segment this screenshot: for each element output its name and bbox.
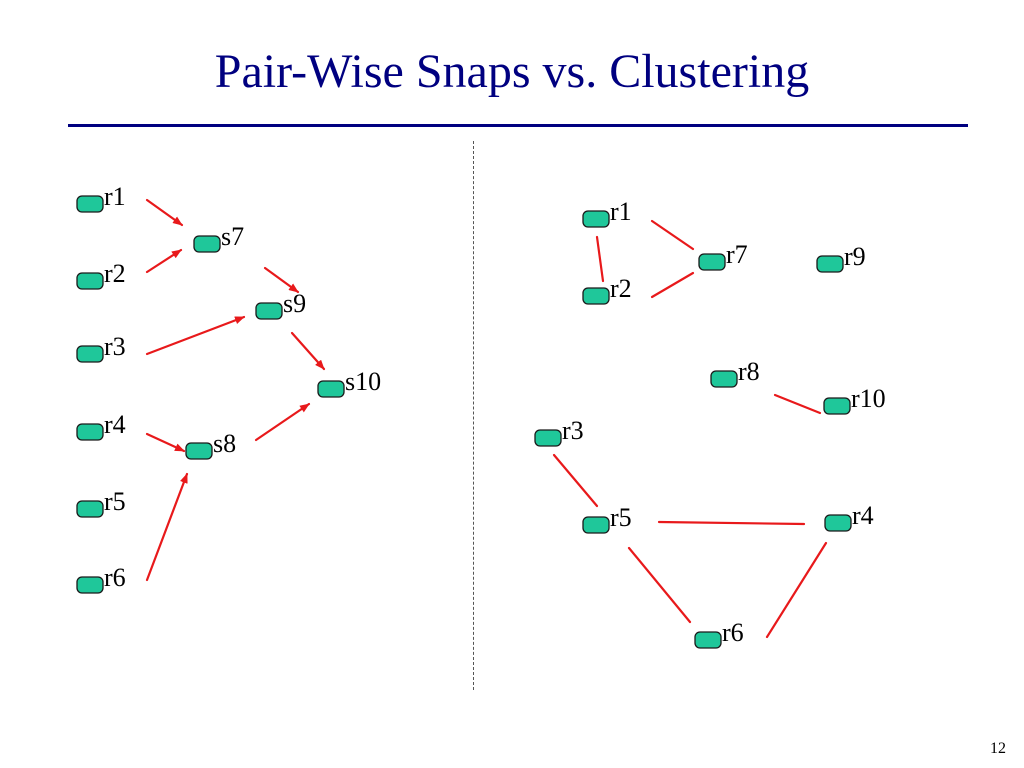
left-node-s9 xyxy=(255,302,283,320)
left-node-r5 xyxy=(76,500,104,518)
left-node-label-r5: r5 xyxy=(104,487,126,516)
title-underline xyxy=(68,124,968,127)
left-node-s7 xyxy=(193,235,221,253)
right-node-label-r1: r1 xyxy=(610,197,632,226)
right-node-label-r8: r8 xyxy=(738,357,760,386)
left-panel-nodes: r1 r2 r3 r4 r5 r6 s7 s8 s9 s10 xyxy=(76,182,381,594)
right-edge-r4-to-r6 xyxy=(765,541,828,639)
right-node-r10 xyxy=(823,397,851,415)
right-edge-r5-to-r4 xyxy=(657,520,806,526)
right-node-r3 xyxy=(534,429,562,447)
left-arrow-s9-to-s10 xyxy=(290,331,326,371)
left-node-r6 xyxy=(76,576,104,594)
right-edge-r1-to-r7 xyxy=(650,219,695,251)
left-arrow-r4-to-s8 xyxy=(145,432,186,453)
left-node-s10 xyxy=(317,380,345,398)
right-edge-r5-to-r6 xyxy=(627,546,692,624)
right-node-r2 xyxy=(582,287,610,305)
left-node-r1 xyxy=(76,195,104,213)
left-node-label-r3: r3 xyxy=(104,332,126,361)
left-arrow-r6-to-s8 xyxy=(145,472,189,582)
left-node-r2 xyxy=(76,272,104,290)
left-arrow-r2-to-s7 xyxy=(145,248,183,274)
right-edge-r1-to-r2 xyxy=(595,235,605,283)
slide-title: Pair-Wise Snaps vs. Clustering xyxy=(214,45,810,98)
left-node-label-r6: r6 xyxy=(104,563,126,592)
left-arrow-r1-to-s7 xyxy=(145,198,184,227)
right-node-label-r6: r6 xyxy=(722,618,744,647)
left-arrow-r3-to-s9 xyxy=(145,315,246,356)
right-node-r1 xyxy=(582,210,610,228)
right-node-label-r5: r5 xyxy=(610,503,632,532)
left-node-r4 xyxy=(76,423,104,441)
right-edge-r3-to-r5 xyxy=(552,453,599,508)
panel-divider xyxy=(473,141,474,690)
right-node-label-r3: r3 xyxy=(562,416,584,445)
right-node-label-r10: r10 xyxy=(851,384,886,413)
left-arrow-s8-to-s10 xyxy=(254,402,311,442)
right-panel-edges xyxy=(552,219,828,639)
left-panel-arrows xyxy=(145,198,326,582)
page-number: 12 xyxy=(990,740,1006,757)
right-node-label-r2: r2 xyxy=(610,274,632,303)
right-node-r6 xyxy=(694,631,722,649)
left-node-s8 xyxy=(185,442,213,460)
right-edge-r8-to-r10 xyxy=(773,393,822,415)
left-node-label-r1: r1 xyxy=(104,182,126,211)
left-node-label-s8: s8 xyxy=(213,429,236,458)
left-node-label-r2: r2 xyxy=(104,259,126,288)
right-panel-nodes: r1 r2 r7 r9 r8 r10 r3 r5 r4 r6 xyxy=(534,197,886,649)
right-node-r8 xyxy=(710,370,738,388)
right-node-label-r4: r4 xyxy=(852,501,874,530)
left-node-label-r4: r4 xyxy=(104,410,126,439)
left-node-label-s10: s10 xyxy=(345,367,381,396)
right-node-label-r7: r7 xyxy=(726,240,748,269)
right-node-r9 xyxy=(816,255,844,273)
left-arrow-s7-to-s9 xyxy=(263,266,300,294)
left-node-r3 xyxy=(76,345,104,363)
left-node-label-s7: s7 xyxy=(221,222,244,251)
right-node-label-r9: r9 xyxy=(844,242,866,271)
right-node-r7 xyxy=(698,253,726,271)
right-edge-r2-to-r7 xyxy=(650,271,695,299)
right-node-r5 xyxy=(582,516,610,534)
left-node-label-s9: s9 xyxy=(283,289,306,318)
right-node-r4 xyxy=(824,514,852,532)
